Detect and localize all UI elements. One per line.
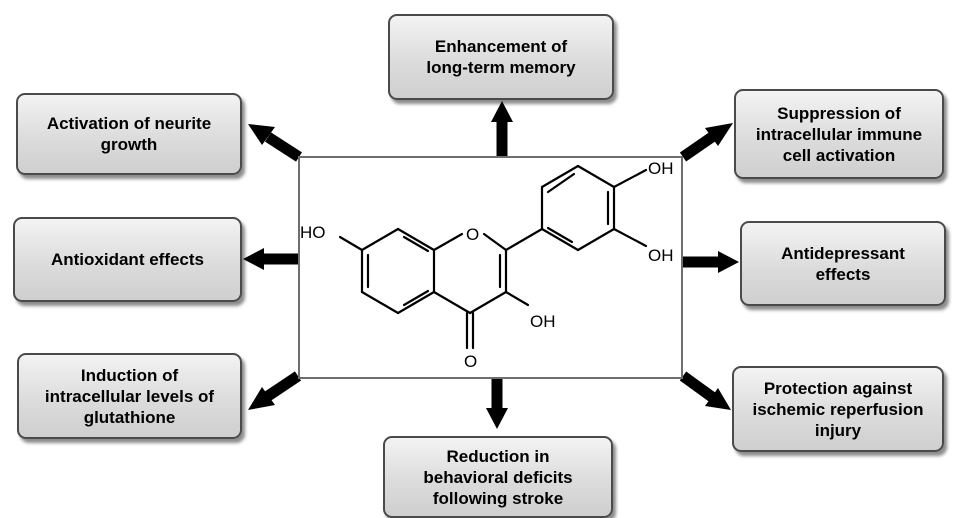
oh-top-right-label: OH [648,159,674,178]
effect-box-neurite-growth: Activation of neurite growth [16,93,242,175]
effect-box-antioxidant: Antioxidant effects [13,217,242,302]
carbonyl-oxygen-label: O [464,352,477,371]
effect-box-antidepressant: Antidepressant effects [740,221,946,306]
oh-bottom-label: OH [530,312,556,331]
oh-right-label: OH [648,246,674,265]
effect-box-immune-suppression: Suppression of intracellular immune cell… [734,89,944,179]
ho-label: HO [300,223,326,242]
arrows [243,101,739,429]
arrow-left-middle [243,248,300,270]
arrow-up [491,101,513,157]
effect-box-ischemic-protection: Protection against ischemic reperfusion … [732,366,944,452]
arrow-bottom-right [679,371,731,410]
effect-box-stroke-deficits: Reduction in behavioral deficits followi… [383,436,613,518]
molecule-structure [338,164,648,350]
molecule-panel [298,156,683,379]
effect-box-memory: Enhancement of long-term memory [388,14,614,100]
atom-labels: HO O OH OH OH O [300,159,674,371]
arrow-bottom-left [248,371,302,410]
arrow-right-middle [682,251,739,273]
arrow-down [486,378,508,429]
arrow-top-left [248,124,302,162]
arrow-top-right [679,123,733,162]
ring-oxygen-label: O [466,225,479,244]
effect-box-glutathione: Induction of intracellular levels of glu… [17,353,242,439]
